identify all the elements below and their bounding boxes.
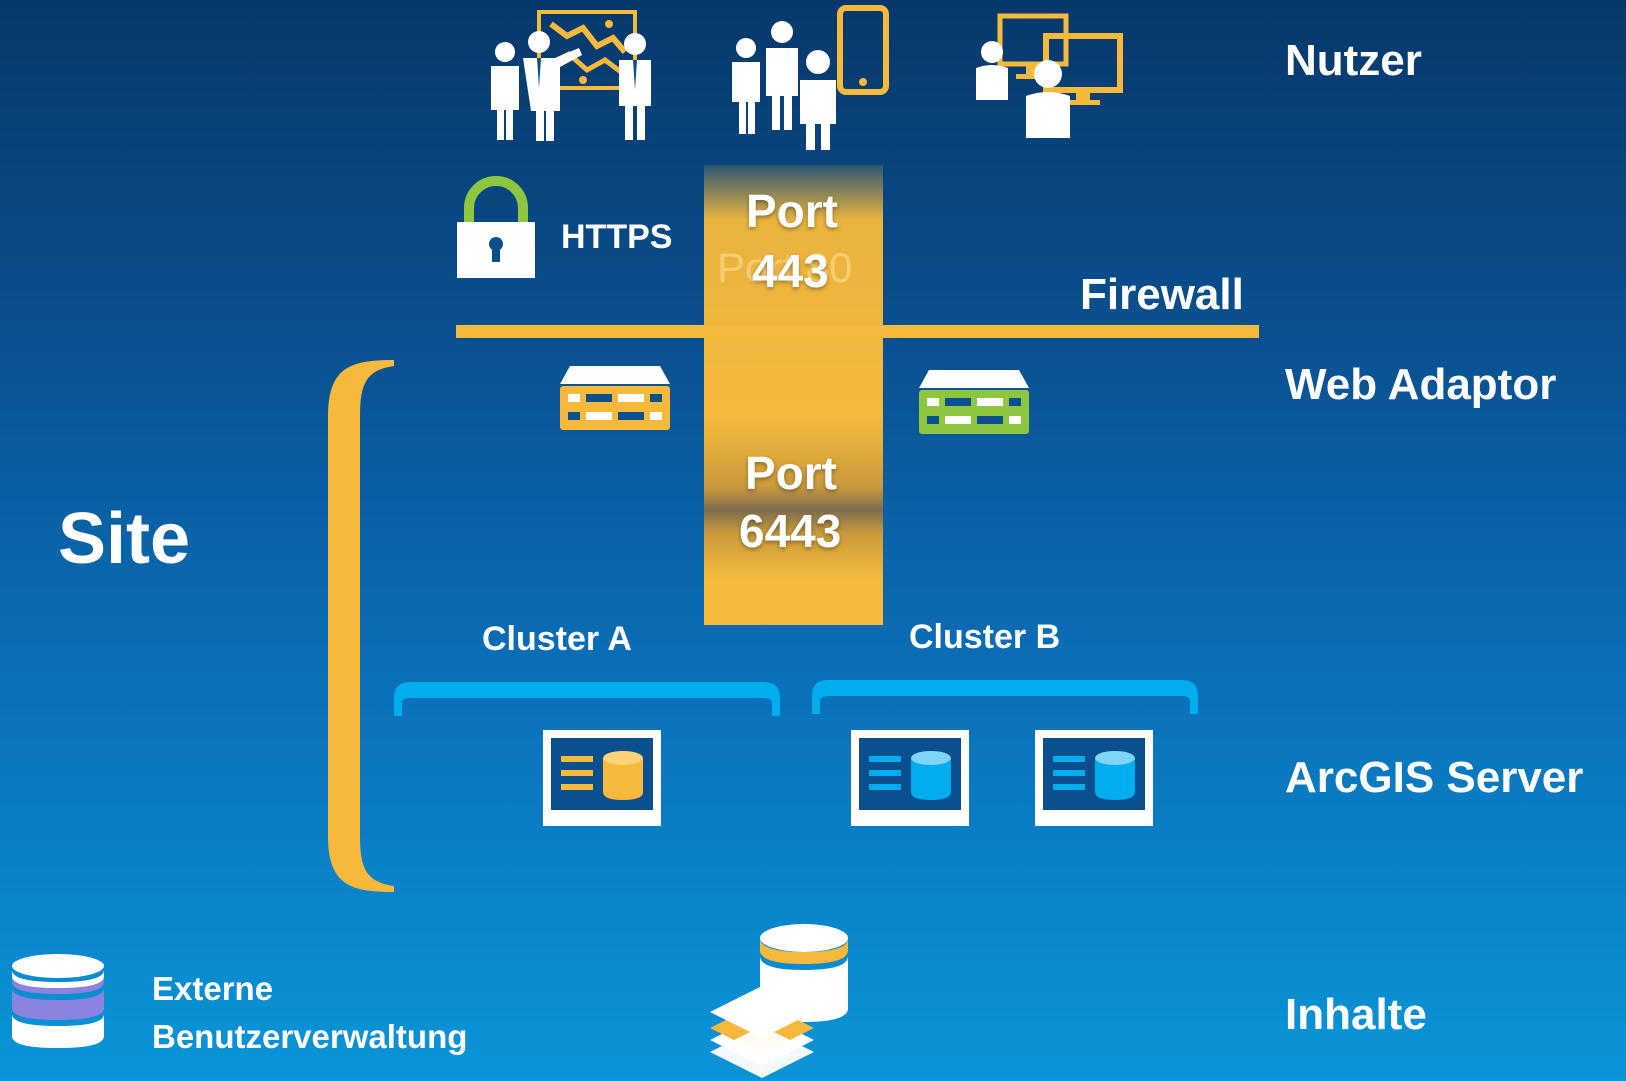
external-user-store-label-line1: Externe — [152, 970, 274, 1007]
tier-label-arcgis-server: ArcGIS Server — [1285, 753, 1584, 802]
port-6443-label-line2: 6443 — [739, 505, 842, 557]
cluster-b-label: Cluster B — [909, 618, 1061, 656]
port-6443-label-line1: Port — [745, 447, 837, 499]
web-adaptor-server-icon — [919, 370, 1029, 434]
server-machine-icon — [1035, 730, 1153, 826]
port-443-label-line1: Port — [746, 185, 838, 237]
port-80-ghost-label: Port 80 — [717, 244, 853, 291]
tier-label-users: Nutzer — [1285, 36, 1422, 85]
firewall-line — [456, 325, 1259, 338]
server-machine-icon — [851, 730, 969, 826]
padlock-icon — [457, 176, 535, 278]
cluster-a-brace — [394, 682, 780, 716]
database-icon — [12, 954, 104, 1048]
port-column — [704, 165, 883, 625]
cluster-a-label: Cluster A — [482, 620, 632, 658]
web-adaptor-server-icon — [560, 366, 670, 430]
people-mobile-icon — [732, 5, 889, 150]
database-layers-icon — [710, 924, 848, 1078]
server-machine-icon — [543, 730, 661, 826]
https-label: HTTPS — [561, 218, 673, 256]
port-443-label-line2: 443 — [752, 245, 829, 297]
tier-label-content: Inhalte — [1285, 990, 1427, 1039]
cluster-b-brace — [812, 680, 1198, 714]
firewall-label: Firewall — [1080, 270, 1244, 319]
site-bracket — [328, 360, 394, 892]
site-label: Site — [58, 499, 191, 579]
people-desktop-icon — [976, 13, 1123, 138]
tier-label-web-adaptor: Web Adaptor — [1285, 360, 1557, 409]
external-user-store-label-line2: Benutzerverwaltung — [152, 1018, 468, 1055]
people-presenting-icon — [491, 10, 651, 141]
